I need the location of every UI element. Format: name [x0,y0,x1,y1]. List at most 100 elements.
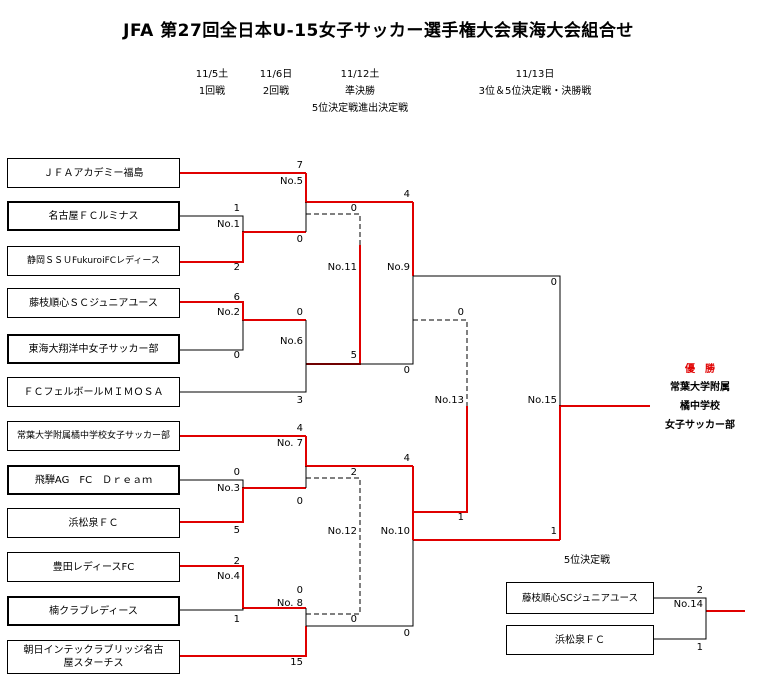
line-team9 [180,487,306,523]
no10-score-bottom: 0 [403,628,410,639]
line-team10 [180,565,306,609]
line-no11-loss [306,213,361,245]
header-round2-label: 2回戦 [262,86,290,97]
line-no13-loss [413,319,468,406]
line-team5 [180,320,244,351]
team-box-8: 飛騨AG FC Ｄｒｅａｍ [7,465,180,495]
line-team2 [180,215,244,232]
no15-label: No.15 [527,395,557,406]
line-team4 [180,301,306,321]
no7-label: No. 7 [276,438,303,449]
line-team3 [180,231,306,263]
no2-score-top: 6 [233,292,240,303]
team-box-9: 浜松泉ＦＣ [7,508,180,538]
no3-label: No.3 [217,483,240,494]
no3-score-top: 0 [233,467,240,478]
winner-name-2: 橘中学校 [680,401,720,412]
no5-score-bottom: 0 [296,234,303,245]
no1-label: No.1 [217,219,240,230]
fifth-team-box-1: 藤枝順心SCジュニアユース [506,582,654,614]
no5-label: No.5 [280,176,303,187]
no15-score-bottom: 1 [550,526,557,537]
no9-score-top: 4 [403,189,410,200]
team-box-12: 朝日インテックラブリッジ名古屋スターチス [7,640,180,674]
no6-label: No.6 [280,336,303,347]
no3-score-bottom: 5 [233,525,240,536]
team-box-6: ＦＣフェルボールＭＩＭＯＳＡ [7,377,180,407]
line-no9-loss [306,276,414,365]
line-no13-win [413,406,468,513]
no4-score-bottom: 1 [233,614,240,625]
header-round2: 11/6日 2回戦 [244,66,308,100]
line-team6 [180,364,307,393]
header-semifinal-label: 準決勝 [345,86,375,97]
no14-label: No.14 [673,599,703,610]
header-round1-date: 11/5土 [195,69,229,80]
no14-score-top: 2 [696,585,703,596]
no9-label: No.9 [387,262,410,273]
team-box-2: 名古屋ＦＣルミナス [7,201,180,231]
no4-label: No.4 [217,571,240,582]
no6-score-bottom: 3 [296,395,303,406]
header-final-label: 3位＆5位決定戦・決勝戦 [478,86,592,97]
line-final-win [559,405,650,540]
no1-score-bottom: 2 [233,262,240,273]
no10-label: No.10 [380,526,410,537]
no11-label: No.11 [327,262,357,273]
no1-score-top: 1 [233,203,240,214]
page-title: JFA 第27回全日本U-15女子サッカー選手権大会東海大会組合せ [123,21,634,41]
team-box-4: 藤枝順心ＳＣジュニアユース [7,288,180,318]
team-box-5: 東海大翔洋中女子サッカー部 [7,334,180,364]
header-final: 11/13日 3位＆5位決定戦・決勝戦 [455,66,615,100]
no12-score-bottom: 0 [350,614,357,625]
no8-score-top: 0 [296,585,303,596]
line-team8 [180,479,244,488]
no13-score-bottom: 1 [457,512,464,523]
no7-score-top: 4 [296,423,303,434]
no15-score-top: 0 [550,277,557,288]
line-fifth-1 [654,597,707,611]
fifth-place-title: 5位決定戦 [563,555,611,566]
line-team12 [180,626,307,657]
team-box-7: 常葉大学附属橘中学校女子サッカー部 [7,421,180,451]
no5-score-top: 7 [296,160,303,171]
no12-score-top: 2 [350,467,357,478]
no14-score-bottom: 1 [696,642,703,653]
no11-score-bottom: 5 [350,350,357,361]
line-team11 [180,608,244,611]
header-round2-date: 11/6日 [259,69,293,80]
team-box-11: 楠クラブレディース [7,596,180,626]
line-no10-loss [306,540,414,627]
winner-name-1: 常葉大学附属 [670,382,730,393]
winner-label: 優 勝 [685,364,715,375]
line-no12-top [306,477,361,530]
fifth-team-box-2: 浜松泉ＦＣ [506,625,654,655]
no2-score-bottom: 0 [233,350,240,361]
header-semifinal-date: 11/12土 [340,69,380,80]
no8-label: No. 8 [276,598,303,609]
no6-score-top: 0 [296,307,303,318]
header-final-date: 11/13日 [515,69,555,80]
no4-score-top: 2 [233,556,240,567]
no13-score-top: 0 [457,307,464,318]
winner-name-3: 女子サッカー部 [665,420,735,431]
team-box-3: 静岡ＳＳＵFukuroiFCレディース [7,246,180,276]
team-box-10: 豊田レディースFC [7,552,180,582]
no9-score-bottom: 0 [403,365,410,376]
no8-score-bottom: 15 [290,657,303,668]
line-fifth-2 [654,611,707,640]
header-semifinal-sub: 5位決定戦進出決定戦 [311,103,409,114]
header-round1-label: 1回戦 [198,86,226,97]
line-no9-final [413,275,561,406]
header-round1: 11/5土 1回戦 [182,66,242,100]
team-box-1: ＪＦＡアカデミー福島 [7,158,180,188]
no12-label: No.12 [327,526,357,537]
no7-score-bottom: 0 [296,496,303,507]
no11-score-top: 0 [350,203,357,214]
no13-label: No.13 [434,395,464,406]
no10-score-top: 4 [403,453,410,464]
header-semifinal: 11/12土 準決勝 5位決定戦進出決定戦 [300,66,420,117]
no2-label: No.2 [217,307,240,318]
line-no12-bottom [306,530,361,615]
